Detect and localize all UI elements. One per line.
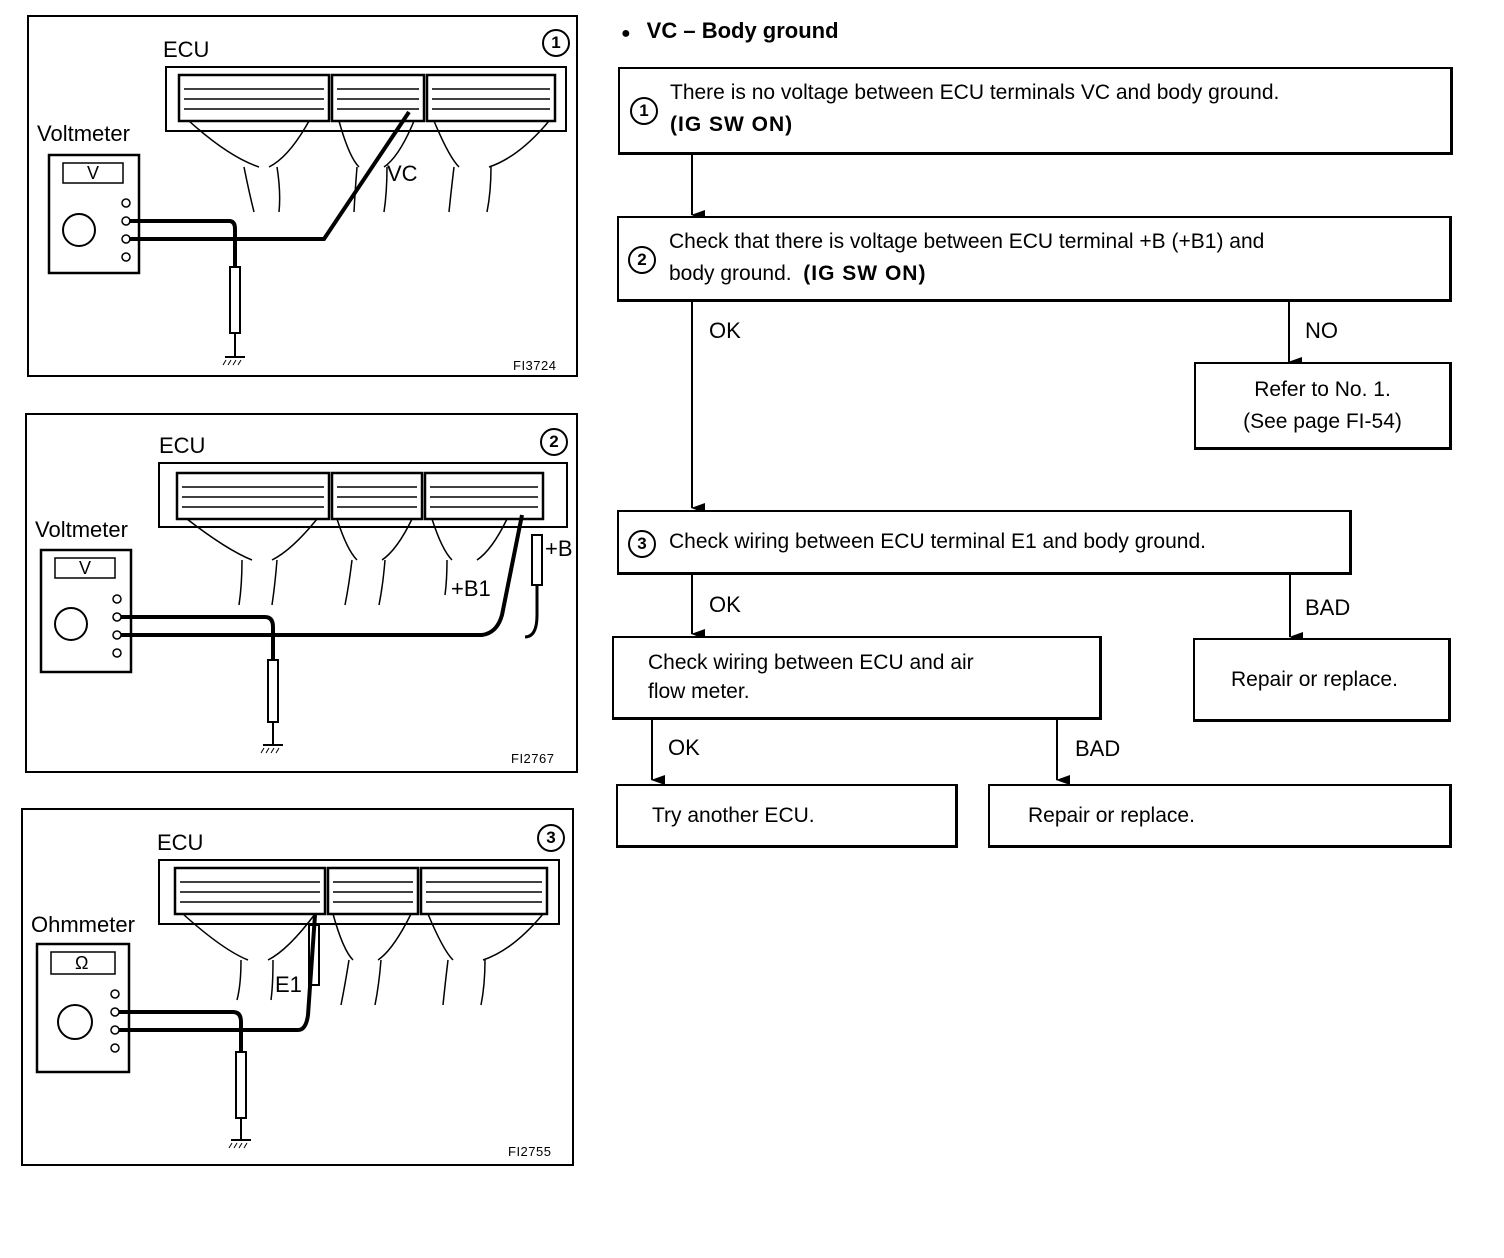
probe-label-b: +B (545, 536, 573, 561)
step-number-badge: 3 (628, 530, 656, 558)
refer-line1: Refer to No. 1. (1254, 378, 1391, 401)
step-1-text: There is no voltage between ECU terminal… (670, 81, 1280, 104)
step-2-no-label: NO (1305, 318, 1338, 343)
step-2-text-line2-content: body ground. (669, 261, 792, 285)
try-ecu-box: Try another ECU. (616, 784, 958, 848)
step-3-box: 3 Check wiring between ECU terminal E1 a… (617, 510, 1352, 575)
step-2-ok-label: OK (709, 318, 741, 343)
ecu-label: ECU (157, 830, 204, 855)
step-2-text-line2: body ground. (IG SW ON) (669, 258, 1449, 290)
ecu-label: ECU (163, 37, 210, 62)
step-2-box: 2 Check that there is voltage between EC… (617, 216, 1452, 302)
probe-label-b1: +B1 (451, 576, 491, 601)
step-1-box: 1 There is no voltage between ECU termin… (618, 67, 1453, 155)
refer-line2: (See page FI-54) (1243, 409, 1402, 433)
diagram-panel-3: ECU Ohmmeter Ω E1 3 FI2755 (21, 808, 574, 1166)
ecu-wiring-illustration-3 (35, 859, 560, 1149)
step-2-condition: (IG SW ON) (803, 261, 927, 285)
probe-label-vc: VC (387, 161, 418, 186)
try-ecu-text: Try another ECU. (652, 804, 815, 827)
repair-text-2: Repair or replace. (1028, 804, 1195, 827)
step-2-text-line1: Check that there is voltage between ECU … (669, 230, 1265, 253)
meter-label: Voltmeter (35, 517, 128, 542)
meter-symbol: V (87, 163, 100, 183)
ecu-label: ECU (159, 433, 206, 458)
diagram-number-badge: 1 (542, 29, 570, 57)
check-afm-box: Check wiring between ECU and air flow me… (612, 636, 1102, 720)
repair-box-1: Repair or replace. (1193, 638, 1451, 722)
step-3-text: Check wiring between ECU terminal E1 and… (669, 530, 1206, 553)
meter-label: Voltmeter (37, 121, 130, 146)
refer-box: Refer to No. 1. (See page FI-54) (1194, 362, 1452, 450)
bullet-icon: ● (621, 25, 631, 42)
probe-label-e1: E1 (275, 972, 302, 997)
meter-label: Ohmmeter (31, 912, 135, 937)
meter-symbol: V (79, 558, 92, 578)
figure-code: FI2755 (508, 1144, 552, 1159)
check-afm-line2: flow meter. (648, 680, 750, 704)
repair-box-2: Repair or replace. (988, 784, 1452, 848)
diagram-number-badge: 3 (537, 824, 565, 852)
afm-bad-label: BAD (1075, 736, 1121, 761)
section-heading: ● VC – Body ground (621, 20, 839, 42)
diagram-number-badge: 2 (540, 428, 568, 456)
diagram-panel-2: ECU Voltmeter V +B1 +B 2 FI2767 (25, 413, 578, 773)
step-3-bad-label: BAD (1305, 595, 1351, 620)
figure-code: FI2767 (511, 751, 555, 766)
meter-symbol: Ω (75, 953, 89, 973)
step-number-badge: 2 (628, 246, 656, 274)
check-afm-line1: Check wiring between ECU and air (648, 651, 974, 674)
ecu-wiring-illustration-2 (39, 462, 568, 754)
step-3-ok-label: OK (709, 592, 741, 617)
heading-text: VC – Body ground (646, 18, 839, 43)
repair-text-1: Repair or replace. (1231, 668, 1398, 691)
diagram-panel-1: ECU Voltmeter V VC 1 FI3724 (27, 15, 578, 377)
ecu-wiring-illustration-1 (47, 66, 567, 366)
step-1-condition: (IG SW ON) (670, 112, 794, 136)
figure-code: FI3724 (513, 358, 557, 373)
step-number-badge: 1 (630, 97, 658, 125)
afm-ok-label: OK (668, 735, 700, 760)
